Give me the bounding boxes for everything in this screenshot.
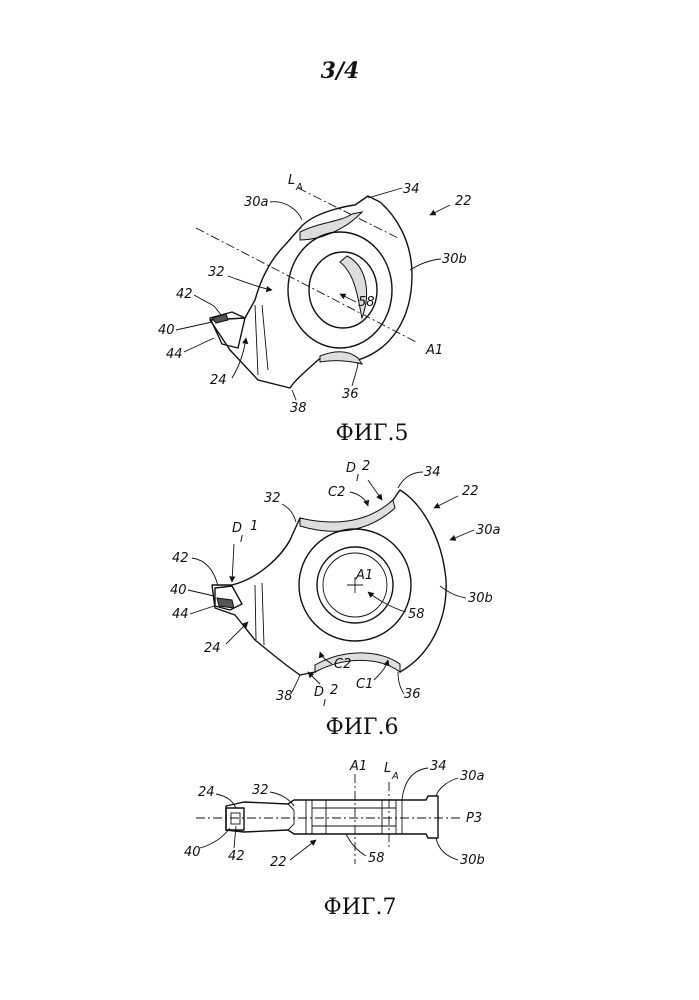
- fig7-label-p3: P3: [466, 811, 482, 826]
- fig6-label-c1: C1: [356, 677, 373, 692]
- fig6-label-di2-top-num: 2: [362, 459, 370, 474]
- fig6-label-40: 40: [170, 583, 187, 598]
- figure-6: D I 2 C2 34 22 32 D I 1 30a 42 A1 40 30b…: [170, 459, 501, 740]
- figure-7: A1 L A 34 30a 24 32 P3 40 42 22 58 30b Ф…: [184, 759, 485, 920]
- fig6-edge-shading: [255, 583, 264, 645]
- fig6-label-58: 58: [408, 607, 425, 622]
- fig7-label-a1: A1: [349, 759, 367, 774]
- fig7-insert-outline: [226, 796, 438, 838]
- fig6-label-32: 32: [264, 491, 281, 506]
- fig5-label-la: L: [288, 173, 295, 188]
- fig7-tip: [226, 808, 244, 830]
- fig6-label-24: 24: [204, 641, 221, 656]
- fig6-label-di2-top: D: [346, 461, 356, 476]
- fig6-label-44: 44: [172, 607, 189, 622]
- fig6-label-34: 34: [424, 465, 441, 480]
- fig7-label-34: 34: [430, 759, 447, 774]
- fig7-label-la-sub: A: [391, 771, 399, 782]
- fig7-label-22: 22: [270, 855, 287, 870]
- fig5-label-la-sub: A: [295, 182, 303, 193]
- fig5-label-a1: A1: [425, 343, 443, 358]
- fig6-label-c2-top: C2: [328, 485, 345, 500]
- fig5-notch-top: [300, 212, 362, 240]
- fig5-label-24: 24: [210, 373, 227, 388]
- fig5-edge-shading: [255, 305, 268, 375]
- fig6-label-36: 36: [404, 687, 421, 702]
- fig6-label-di1-sub: I: [240, 534, 243, 545]
- fig6-label-di1-num: 1: [250, 519, 258, 534]
- fig5-label-44: 44: [166, 347, 183, 362]
- figure-5: L A 34 22 30a 30b 32 42 40 44 24 58 A1 3…: [158, 173, 472, 446]
- fig5-label-22: 22: [455, 194, 472, 209]
- page-number: 3/4: [321, 58, 360, 84]
- fig6-label-42: 42: [172, 551, 189, 566]
- fig5-label-38: 38: [290, 401, 307, 416]
- fig5-label-36: 36: [342, 387, 359, 402]
- fig7-label-la: L: [384, 761, 391, 776]
- fig6-label-a1: A1: [355, 568, 373, 583]
- fig5-label-30b: 30b: [442, 252, 467, 267]
- fig5-label-58: 58: [358, 295, 375, 310]
- fig6-label-di2-top-sub: I: [356, 473, 359, 484]
- fig6-caption: ФИГ.6: [325, 715, 398, 740]
- fig7-label-30a: 30a: [460, 769, 485, 784]
- fig6-label-30b: 30b: [468, 591, 493, 606]
- fig5-caption: ФИГ.5: [335, 421, 408, 446]
- fig5-label-32: 32: [208, 265, 225, 280]
- fig6-label-30a: 30a: [476, 523, 501, 538]
- fig7-label-58: 58: [368, 851, 385, 866]
- fig6-label-22: 22: [462, 484, 479, 499]
- fig6-label-38: 38: [276, 689, 293, 704]
- fig7-label-40: 40: [184, 845, 201, 860]
- fig5-label-40: 40: [158, 323, 175, 338]
- fig5-label-42: 42: [176, 287, 193, 302]
- fig6-notch-top: [300, 500, 395, 531]
- fig5-label-30a: 30a: [244, 195, 269, 210]
- fig7-tip-face: [231, 813, 240, 824]
- fig7-caption: ФИГ.7: [323, 895, 396, 920]
- fig7-label-30b: 30b: [460, 853, 485, 868]
- fig6-tip-face: [217, 598, 234, 608]
- fig7-label-32: 32: [252, 783, 269, 798]
- fig7-bore-lines: [306, 800, 402, 834]
- fig5-insert-outline: [210, 196, 412, 388]
- fig5-notch-bottom: [320, 352, 362, 364]
- fig6-label-c2-bottom: C2: [334, 657, 351, 672]
- fig7-label-42: 42: [228, 849, 245, 864]
- fig6-label-di2-bottom-num: 2: [330, 683, 338, 698]
- fig5-label-34: 34: [403, 182, 420, 197]
- fig5-tip-face: [212, 314, 228, 323]
- fig6-label-di2-bottom-sub: I: [323, 698, 326, 709]
- fig7-label-24: 24: [198, 785, 215, 800]
